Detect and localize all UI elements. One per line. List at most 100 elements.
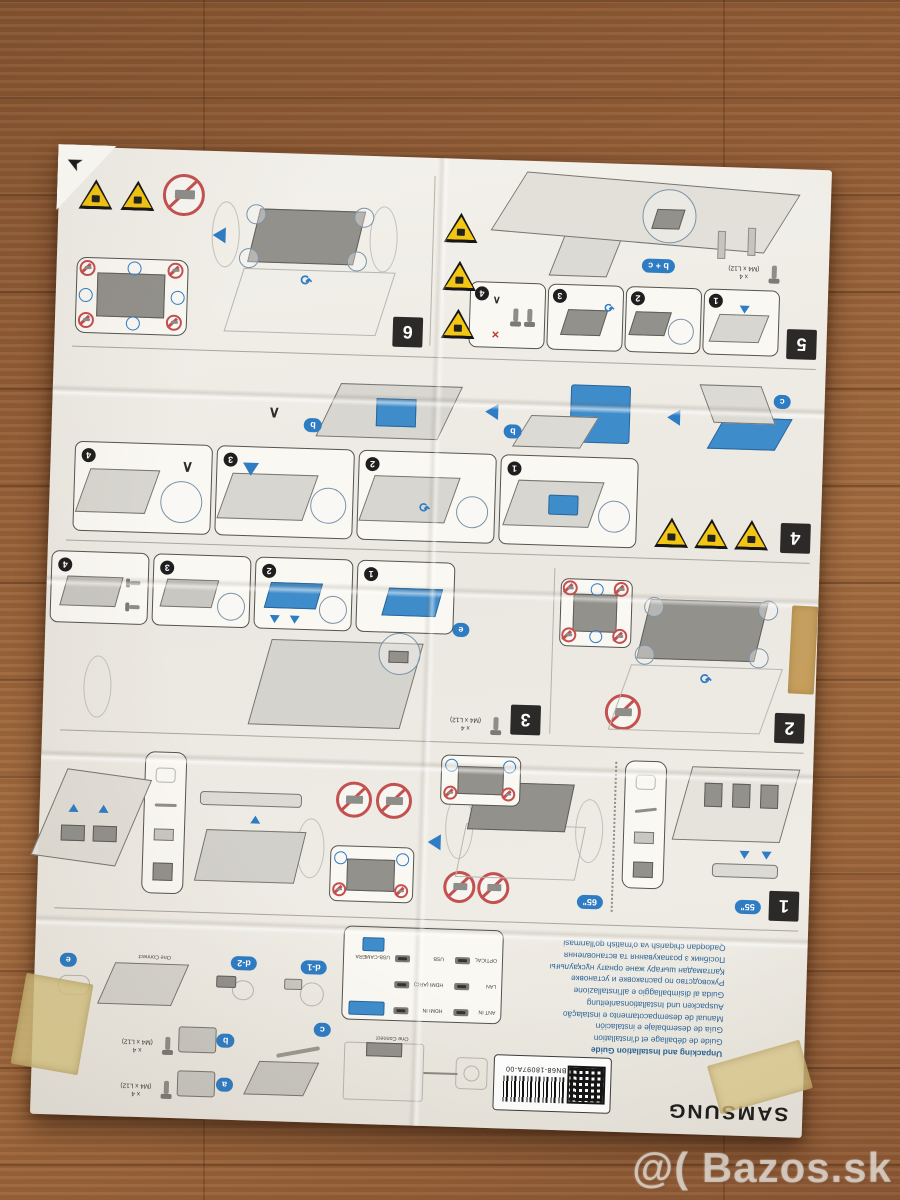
power-cord-line [423, 1072, 458, 1076]
warning-triangle-fill [445, 264, 474, 288]
rotate-arrow-icon: ⟲ [604, 300, 615, 315]
warning-triangle-fill [697, 522, 726, 546]
screw-spec-a: x 4 (M4 x L12) [113, 1080, 159, 1098]
flow-arrow-icon [427, 833, 441, 851]
foam-pad [92, 825, 118, 843]
item-icon [632, 861, 654, 879]
substep-panel-4: 4 [49, 550, 150, 626]
item-icon [633, 831, 655, 845]
section-step1: 1 55" 65" [30, 734, 810, 928]
screw-icon [129, 605, 140, 610]
packing-pad [703, 782, 723, 808]
check-mark: ∧ [492, 293, 501, 307]
section-divider [549, 567, 556, 734]
adapter-icon [216, 975, 237, 989]
prohibition-icon [335, 781, 373, 819]
tv-detail [346, 858, 396, 892]
stand-plate-part [243, 1060, 320, 1097]
qr-code [566, 1065, 606, 1105]
substep-number: 4 [81, 447, 96, 463]
mini-prohibition-icon [393, 883, 409, 899]
fold-arrow-icon: ➤ [62, 149, 87, 177]
badge-d2: d-2 [231, 955, 258, 971]
connector-panel: ANT IN LAN OPTICAL HDMI IN HDMI (ARC) US… [341, 925, 504, 1025]
hold-detail-inset [328, 844, 415, 904]
one-connect-attached [365, 1042, 403, 1058]
magnifier-circle [309, 487, 347, 525]
stand-plate-gray [699, 384, 776, 425]
warning-triangle-fill [124, 184, 153, 208]
rotate-arrow-icon: ⟲ [300, 271, 313, 289]
port-label-lan: LAN [486, 982, 497, 990]
one-connect-box-part [96, 962, 190, 1007]
flow-arrow-icon [212, 226, 226, 244]
carton-box-65 [454, 823, 587, 881]
camera-icon [362, 937, 385, 952]
substep-panel-1: 1 [702, 288, 781, 357]
part-number-sticker: BN68-18097A-00 [492, 1054, 613, 1114]
screw-size: (M4 x L12) [449, 715, 482, 724]
check-mark: ∧ [181, 458, 194, 476]
corner-callout-circle [346, 251, 368, 272]
foam-base [199, 790, 303, 809]
badge-e: e [452, 622, 470, 638]
mini-prohibition-icon [167, 262, 184, 280]
stand-wing [216, 472, 319, 521]
arrow-icon [269, 614, 280, 624]
magnifier-circle [667, 318, 695, 346]
mini-prohibition-icon [613, 581, 629, 598]
badge-c: c [313, 1022, 331, 1038]
badge-d1: d-1 [301, 960, 327, 975]
magnifier-circle [318, 595, 348, 625]
port-label-hdmi-arc: HDMI (ARC) [414, 980, 444, 988]
substep-panel-2: 2 [253, 556, 354, 632]
mini-prohibition-icon [331, 882, 347, 897]
mini-callout-circle [589, 629, 603, 644]
bracket-b-part [177, 1026, 217, 1054]
substep-panel-4: ∧ 4 [72, 440, 214, 536]
substep-panel-3: 3 [214, 445, 356, 540]
hdmi-arc-port-icon [394, 981, 410, 989]
substep-panel-2: ⟲ 2 [356, 449, 497, 544]
guide-title-block: Unpacking and Installation Guide Guide d… [497, 935, 726, 1059]
screw-qty: x 4 [131, 1089, 141, 1098]
warning-triangle-icon [78, 179, 113, 210]
corner-callout-circle [238, 247, 260, 269]
optical-port-icon [454, 956, 471, 965]
cable-loop-icon [299, 982, 325, 1007]
badge-b: b [304, 417, 322, 433]
warning-triangle-icon [694, 518, 729, 549]
warning-triangle-icon [734, 519, 769, 550]
lan-port-icon [454, 982, 470, 991]
screw-icon [771, 265, 777, 279]
mini-callout-circle [78, 287, 93, 303]
support-rod-part [276, 1046, 321, 1058]
substep-number: 3 [223, 452, 238, 467]
arrow-icon [739, 305, 750, 314]
screw-icon [513, 308, 519, 322]
stand-wing [74, 468, 161, 514]
port-label-ant: ANT IN [478, 1008, 496, 1016]
packing-items-list [621, 760, 668, 890]
substep-panel-4: ✕ ∧ 4 [468, 281, 547, 350]
arrow-icon [98, 804, 109, 813]
mini-prohibition-icon [165, 314, 183, 332]
magnifier-circle [455, 495, 489, 529]
substep-number: 2 [630, 291, 646, 306]
substep-number: 3 [159, 560, 175, 575]
section-step5-step6: 5 1 2 ⟲ 3 [58, 156, 827, 366]
item-icon [152, 862, 173, 881]
bracket-a-part [176, 1070, 216, 1098]
corner-callout-circle [748, 647, 769, 669]
port-label-hdmi: HDMI IN [422, 1006, 443, 1014]
substep-number: 2 [261, 563, 277, 579]
packing-pad [731, 783, 751, 809]
bracket-slot-detail [388, 650, 409, 664]
one-connect-label: One Connect [138, 952, 172, 960]
antenna-post [747, 227, 757, 256]
substep-number: 4 [58, 557, 73, 572]
warning-triangle-fill [82, 183, 111, 207]
corner-detail-inset [74, 256, 189, 337]
mini-callout-circle [170, 290, 185, 306]
